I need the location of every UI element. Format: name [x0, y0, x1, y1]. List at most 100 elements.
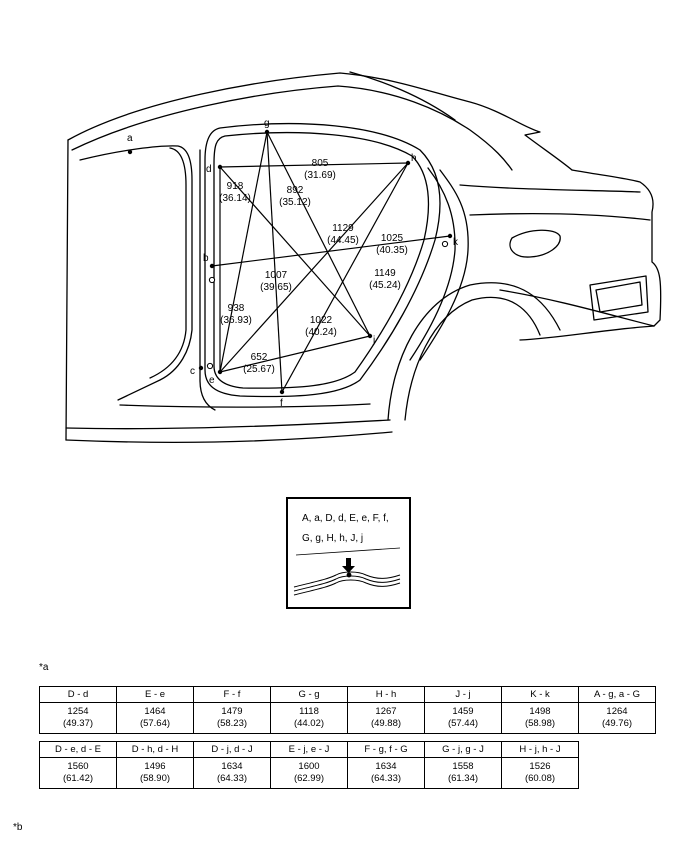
point-g-label: g	[264, 118, 270, 129]
caption-a: *a	[39, 662, 49, 673]
roof-outline	[67, 72, 573, 171]
dimension-value-cell: 1496(58.90)	[116, 757, 194, 789]
column-header: H - h	[347, 686, 425, 703]
column-header: F - g, f - G	[347, 741, 425, 758]
value-in: (49.37)	[62, 718, 94, 729]
dimension-value-cell: 1264(49.76)	[578, 702, 656, 734]
point-k-label: k	[453, 237, 459, 248]
column-header: D - e, d - E	[39, 741, 117, 758]
rear-door-opening-outer	[204, 122, 441, 398]
c-pillar-inner	[409, 167, 456, 361]
dimension-value-cell: 1526(60.08)	[501, 757, 579, 789]
value-in: (64.33)	[370, 773, 402, 784]
dimension-value-cell: 1254(49.37)	[39, 702, 117, 734]
value-in: (58.23)	[216, 718, 248, 729]
value-mm: 1526	[529, 761, 551, 772]
column-header: D - d	[39, 686, 117, 703]
value-mm: 1560	[67, 761, 89, 772]
dim-892-mm: 892	[287, 185, 304, 196]
dimension-value-cell: 1267(49.88)	[347, 702, 425, 734]
b-pillar-rear	[199, 149, 216, 411]
dim-892-in: (35.12)	[279, 197, 311, 208]
measure-line-d-j	[219, 166, 371, 337]
dim-918-in: (36.14)	[219, 193, 251, 204]
rear-window-edge	[349, 71, 456, 121]
value-in: (64.33)	[216, 773, 248, 784]
measure-line-h-e	[219, 162, 409, 373]
rocker-rear-line	[519, 325, 655, 341]
trunk-lower-line	[469, 212, 651, 221]
dim-1129-in: (44.45)	[327, 235, 359, 246]
value-mm: 1600	[298, 761, 320, 772]
rear-reflector-rim	[589, 275, 649, 321]
column-header: G - g	[270, 686, 348, 703]
value-mm: 1118	[299, 706, 319, 717]
panel-section-drawing	[293, 547, 401, 596]
value-mm: 1254	[67, 706, 89, 717]
column-header: G - j, g - J	[424, 741, 502, 758]
point-c-label: c	[190, 366, 195, 377]
value-in: (58.98)	[524, 718, 556, 729]
point-h-label: h	[411, 153, 417, 164]
dim-1025-in: (40.35)	[376, 245, 408, 256]
column-header: A - g, a - G	[578, 686, 656, 703]
dim-652-mm: 652	[251, 352, 268, 363]
point-j-dot	[367, 333, 373, 339]
dim-1022-mm: 1022	[310, 315, 333, 326]
column-header: K - k	[501, 686, 579, 703]
hole-c	[206, 362, 214, 370]
dimension-value-cell: 1498(58.98)	[501, 702, 579, 734]
point-j-label: j	[372, 335, 375, 346]
value-in: (62.99)	[293, 773, 325, 784]
column-header: D - h, d - H	[116, 741, 194, 758]
caption-b: *b	[13, 822, 23, 833]
value-in: (61.42)	[62, 773, 94, 784]
dimension-value-cell: 1558(61.34)	[424, 757, 502, 789]
measure-line-b-k	[211, 235, 451, 267]
value-in: (57.64)	[139, 718, 171, 729]
measurement-point-dot	[346, 572, 352, 578]
dim-1149-mm: 1149	[374, 268, 396, 279]
body-lower-line	[65, 419, 391, 430]
value-in: (49.76)	[601, 718, 633, 729]
measure-line-g-f	[266, 131, 283, 393]
measure-line-h-f	[281, 162, 409, 393]
front-edge	[65, 139, 69, 441]
b-pillar-front	[149, 147, 187, 379]
value-in: (57.44)	[447, 718, 479, 729]
inset-label-line-2: G, g, H, h, J, j	[302, 533, 364, 544]
measure-line-g-e	[219, 131, 268, 373]
point-g-dot	[264, 129, 270, 135]
value-in: (61.34)	[447, 773, 479, 784]
dim-1149-in: (45.24)	[369, 280, 401, 291]
dimension-value-cell: 1634(64.33)	[347, 757, 425, 789]
dimension-value-cell: 1479(58.23)	[193, 702, 271, 734]
value-in: (60.08)	[524, 773, 556, 784]
down-arrow-icon	[342, 558, 355, 573]
value-mm: 1634	[221, 761, 243, 772]
value-mm: 1479	[221, 706, 243, 717]
point-b-dot	[209, 263, 215, 269]
measure-line-d-h	[219, 162, 409, 168]
measure-line-e-j	[219, 335, 371, 373]
dim-1022-in: (40.24)	[305, 327, 337, 338]
dim-805-mm: 805	[312, 158, 329, 169]
dim-805-in: (31.69)	[304, 170, 336, 181]
rear-reflector	[595, 281, 643, 313]
value-mm: 1459	[452, 706, 474, 717]
rear-door-opening-inner	[213, 131, 430, 389]
dim-1025-mm: 1025	[381, 233, 404, 244]
point-e-label: e	[209, 375, 215, 386]
measure-line-g-j	[266, 131, 371, 337]
point-e-dot	[217, 369, 223, 375]
rear-lower-line	[499, 289, 655, 327]
value-mm: 1464	[144, 706, 166, 717]
front-door-opening	[79, 145, 193, 401]
measurement-point-detail: A, a, D, d, E, e, F, f, G, g, H, h, J, j	[286, 497, 411, 609]
dim-938-mm: 938	[228, 303, 245, 314]
dim-1007-mm: 1007	[265, 270, 288, 281]
roof-inner-line	[71, 85, 513, 171]
vehicle-body-diagram: a b c d e f g h j k 805 (31.69) 918 (36.…	[65, 71, 662, 444]
